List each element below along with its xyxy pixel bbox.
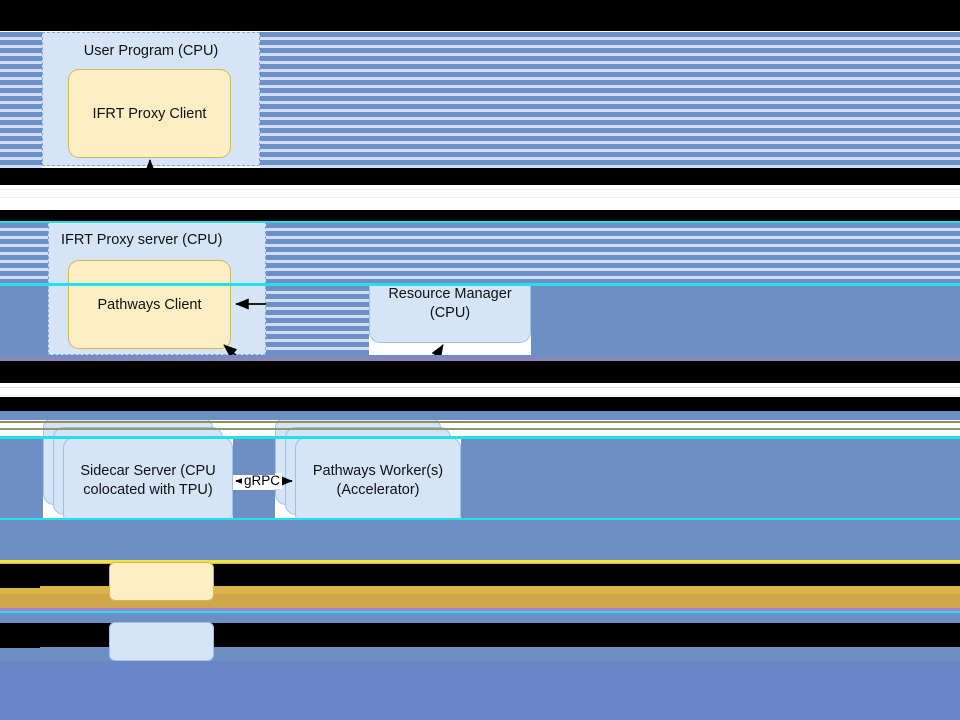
edge-client-to-server-label: gRPC: [128, 180, 169, 196]
node-sidecar-server-line1: Sidecar Server (CPU: [80, 463, 216, 479]
node-pathways-workers-line1: Pathways Worker(s): [312, 463, 444, 479]
node-pathways-workers-line2: (Accelerator): [336, 482, 420, 498]
node-pathways-workers[interactable]: Pathways Worker(s) (Accelerator): [295, 437, 461, 525]
node-sidecar-server[interactable]: Sidecar Server (CPU colocated with TPU): [63, 437, 233, 525]
node-ifrt-proxy-client-label: IFRT Proxy Client: [92, 105, 207, 122]
edge-pathways-to-resource-label: gRPC: [278, 296, 319, 312]
node-pathways-client[interactable]: Pathways Client: [68, 260, 231, 349]
group-ifrt-proxy-server-label: IFRT Proxy server (CPU): [61, 232, 223, 248]
edge-pathways-to-sidecar-label: gRPC: [250, 370, 291, 386]
edge-resource-to-worker-label: gRPC: [375, 373, 416, 389]
legend-swatch-blue: [109, 622, 214, 661]
node-sidecar-server-line2: colocated with TPU): [83, 482, 213, 498]
node-ifrt-proxy-client[interactable]: IFRT Proxy Client: [68, 69, 231, 158]
edge-sidecar-to-worker-label: gRPC: [242, 473, 283, 489]
node-pathways-client-label: Pathways Client: [97, 296, 202, 313]
group-user-program-label: User Program (CPU): [83, 43, 219, 59]
legend-swatch-yellow: [109, 562, 214, 601]
node-resource-manager-line2: (CPU): [429, 305, 471, 321]
node-resource-manager-line1: Resource Manager: [388, 286, 512, 302]
